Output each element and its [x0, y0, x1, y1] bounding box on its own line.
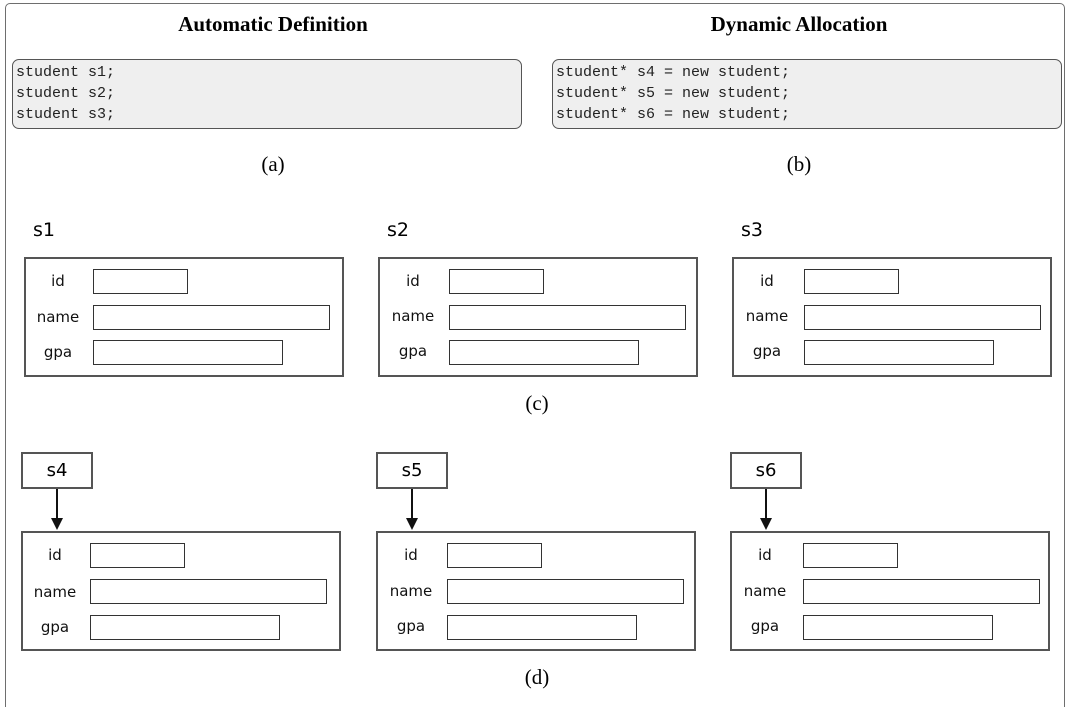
field-label-id: id — [406, 272, 420, 290]
arrow-down-icon — [406, 518, 418, 530]
student-object-s3: id name gpa — [732, 257, 1052, 377]
field-label-id: id — [404, 546, 418, 564]
heading-automatic-definition: Automatic Definition — [178, 12, 368, 36]
variable-label-s3: s3 — [741, 219, 763, 241]
field-label-name: name — [743, 582, 787, 600]
variable-label-s1: s1 — [33, 219, 55, 241]
field-label-gpa: gpa — [396, 617, 426, 635]
field-label-name: name — [389, 582, 433, 600]
field-slot-gpa — [90, 615, 280, 640]
caption-c: (c) — [525, 391, 549, 415]
field-slot-gpa — [804, 340, 994, 365]
field-slot-gpa — [447, 615, 637, 640]
field-label-id: id — [758, 546, 772, 564]
field-slot-id — [447, 543, 542, 568]
field-label-id: id — [51, 272, 65, 290]
arrow-down-icon — [51, 518, 63, 530]
figure-frame — [5, 3, 1065, 707]
heading-dynamic-allocation: Dynamic Allocation — [710, 12, 888, 36]
pointer-box-s5: s5 — [376, 452, 448, 489]
field-label-gpa: gpa — [398, 342, 428, 360]
field-label-gpa: gpa — [752, 342, 782, 360]
field-slot-id — [804, 269, 899, 294]
field-label-gpa: gpa — [750, 617, 780, 635]
code-line: student s2; — [16, 85, 116, 102]
field-slot-gpa — [449, 340, 639, 365]
student-object-s4: id name gpa — [21, 531, 341, 651]
student-object-s5: id name gpa — [376, 531, 696, 651]
caption-a: (a) — [261, 152, 285, 176]
field-slot-name — [803, 579, 1040, 604]
field-slot-name — [449, 305, 686, 330]
field-label-id: id — [760, 272, 774, 290]
field-slot-gpa — [803, 615, 993, 640]
pointer-arrow-line — [56, 489, 58, 519]
caption-d: (d) — [524, 665, 550, 689]
code-line: student s3; — [16, 106, 116, 123]
arrow-down-icon — [760, 518, 772, 530]
field-slot-id — [90, 543, 185, 568]
student-object-s2: id name gpa — [378, 257, 698, 377]
caption-b: (b) — [786, 152, 812, 176]
field-slot-gpa — [93, 340, 283, 365]
field-label-name: name — [391, 307, 435, 325]
code-box-dynamic: student* s4 = new student; student* s5 =… — [552, 59, 1062, 129]
student-object-s1: id name gpa — [24, 257, 344, 377]
pointer-box-s4: s4 — [21, 452, 93, 489]
code-line: student* s5 = new student; — [556, 85, 791, 102]
pointer-arrow-line — [765, 489, 767, 519]
field-label-gpa: gpa — [40, 618, 70, 636]
field-label-name: name — [745, 307, 789, 325]
field-slot-name — [93, 305, 330, 330]
student-object-s6: id name gpa — [730, 531, 1050, 651]
code-line: student s1; — [16, 64, 116, 81]
field-label-name: name — [33, 583, 77, 601]
field-label-name: name — [36, 308, 80, 326]
field-slot-id — [803, 543, 898, 568]
code-box-automatic: student s1; student s2; student s3; — [12, 59, 522, 129]
field-slot-name — [90, 579, 327, 604]
pointer-box-s6: s6 — [730, 452, 802, 489]
field-slot-id — [449, 269, 544, 294]
field-label-gpa: gpa — [43, 343, 73, 361]
field-slot-name — [447, 579, 684, 604]
code-line: student* s6 = new student; — [556, 106, 791, 123]
field-slot-id — [93, 269, 188, 294]
field-slot-name — [804, 305, 1041, 330]
variable-label-s2: s2 — [387, 219, 409, 241]
pointer-arrow-line — [411, 489, 413, 519]
code-line: student* s4 = new student; — [556, 64, 791, 81]
field-label-id: id — [48, 546, 62, 564]
